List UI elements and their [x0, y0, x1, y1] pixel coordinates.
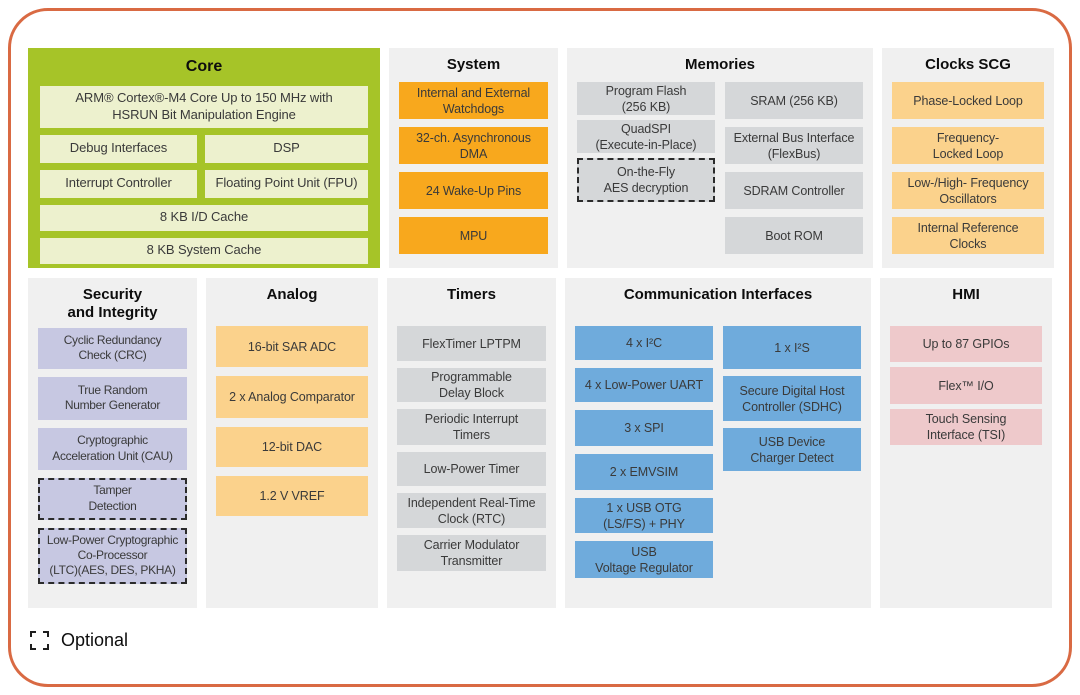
section-security: Security and Integrity Cyclic Redundancy… — [28, 278, 197, 608]
block-flextimer: FlexTimer LPTPM — [397, 326, 546, 362]
comm-column-2: 1 x I²S Secure Digital Host Controller (… — [723, 326, 861, 578]
section-timers-title: Timers — [447, 286, 496, 303]
block-programmable-delay: Programmable Delay Block — [397, 368, 546, 403]
section-system: System Internal and External Watchdogs 3… — [389, 48, 558, 268]
block-debug-interfaces: Debug Interfaces — [40, 134, 197, 163]
block-internal-reference-clocks: Internal Reference Clocks — [892, 217, 1044, 255]
block-fpu: Floating Point Unit (FPU) — [205, 169, 368, 198]
block-tamper-detection-optional: Tamper Detection — [38, 477, 187, 520]
section-clocks-title: Clocks SCG — [925, 56, 1011, 73]
block-system-cache: 8 KB System Cache — [40, 237, 368, 264]
optional-legend: Optional — [30, 630, 1054, 651]
mcu-block-diagram: Core ARM® Cortex®-M4 Core Up to 150 MHz … — [28, 48, 1054, 651]
section-system-title: System — [446, 56, 501, 73]
section-security-blocks: Cyclic Redundancy Check (CRC) True Rando… — [38, 327, 187, 584]
section-communication-interfaces: Communication Interfaces 4 x I²C 4 x Low… — [565, 278, 871, 608]
section-comm-title: Communication Interfaces — [623, 286, 813, 303]
block-vref: 1.2 V VREF — [216, 476, 368, 517]
block-i2c: 4 x I²C — [575, 326, 713, 361]
section-hmi: HMI Up to 87 GPIOs Flex™ I/O Touch Sensi… — [880, 278, 1052, 608]
section-core: Core ARM® Cortex®-M4 Core Up to 150 MHz … — [28, 48, 380, 268]
block-dsp: DSP — [205, 134, 368, 163]
core-row-1: Debug Interfaces DSP — [40, 134, 368, 163]
block-tsi: Touch Sensing Interface (TSI) — [890, 409, 1042, 446]
block-aes-decryption-optional: On-the-Fly AES decryption — [577, 158, 715, 203]
block-sar-adc: 16-bit SAR ADC — [216, 326, 368, 368]
section-analog-title: Analog — [266, 286, 318, 303]
block-trng: True Random Number Generator — [38, 376, 187, 420]
block-flex-io: Flex™ I/O — [890, 367, 1042, 405]
block-mpu: MPU — [399, 217, 548, 255]
block-id-cache: 8 KB I/D Cache — [40, 204, 368, 231]
section-analog: Analog 16-bit SAR ADC 2 x Analog Compara… — [206, 278, 378, 608]
block-sdhc: Secure Digital Host Controller (SDHC) — [723, 376, 861, 422]
section-memories-title: Memories — [684, 56, 756, 73]
block-rtc: Independent Real-Time Clock (RTC) — [397, 493, 546, 529]
block-usb-voltage-regulator: USB Voltage Regulator — [575, 541, 713, 579]
block-i2s: 1 x I²S — [723, 326, 861, 370]
section-comm-blocks: 4 x I²C 4 x Low-Power UART 3 x SPI 2 x E… — [575, 326, 861, 579]
block-boot-rom: Boot ROM — [725, 217, 863, 255]
block-sdram-controller: SDRAM Controller — [725, 172, 863, 210]
block-quadspi: QuadSPI (Execute-in-Place) — [577, 120, 715, 154]
section-clocks-scg: Clocks SCG Phase-Locked Loop Frequency- … — [882, 48, 1054, 268]
block-cau: Cryptographic Acceleration Unit (CAU) — [38, 427, 187, 470]
section-core-title: Core — [185, 58, 223, 75]
block-gpios: Up to 87 GPIOs — [890, 326, 1042, 363]
block-usb-charger-detect: USB Device Charger Detect — [723, 428, 861, 472]
optional-dashed-box-icon — [30, 631, 49, 650]
block-lpuart: 4 x Low-Power UART — [575, 368, 713, 403]
block-crc: Cyclic Redundancy Check (CRC) — [38, 327, 187, 369]
section-timers-blocks: FlexTimer LPTPM Programmable Delay Block… — [397, 326, 546, 572]
section-memories-blocks: Program Flash (256 KB) QuadSPI (Execute-… — [577, 82, 863, 255]
block-arm-cortex-m4: ARM® Cortex®-M4 Core Up to 150 MHz with … — [40, 85, 368, 128]
section-core-blocks: ARM® Cortex®-M4 Core Up to 150 MHz with … — [40, 85, 368, 264]
block-oscillators: Low-/High- Frequency Oscillators — [892, 172, 1044, 210]
block-program-flash: Program Flash (256 KB) — [577, 82, 715, 116]
section-analog-blocks: 16-bit SAR ADC 2 x Analog Comparator 12-… — [216, 326, 368, 517]
section-hmi-blocks: Up to 87 GPIOs Flex™ I/O Touch Sensing I… — [890, 326, 1042, 446]
block-emvsim: 2 x EMVSIM — [575, 454, 713, 491]
diagram-outer-border — [8, 8, 1072, 687]
block-interrupt-controller: Interrupt Controller — [40, 169, 197, 198]
memories-column-1: Program Flash (256 KB) QuadSPI (Execute-… — [577, 82, 715, 254]
block-watchdogs: Internal and External Watchdogs — [399, 82, 548, 120]
block-fll: Frequency- Locked Loop — [892, 127, 1044, 165]
block-spi: 3 x SPI — [575, 410, 713, 447]
section-system-blocks: Internal and External Watchdogs 32-ch. A… — [399, 82, 548, 255]
section-memories: Memories Program Flash (256 KB) QuadSPI … — [567, 48, 873, 268]
section-timers: Timers FlexTimer LPTPM Programmable Dela… — [387, 278, 556, 608]
diagram-top-row: Core ARM® Cortex®-M4 Core Up to 150 MHz … — [28, 48, 1054, 268]
core-row-2: Interrupt Controller Floating Point Unit… — [40, 169, 368, 198]
comm-column-1: 4 x I²C 4 x Low-Power UART 3 x SPI 2 x E… — [575, 326, 713, 579]
section-hmi-title: HMI — [952, 286, 980, 303]
block-wakeup-pins: 24 Wake-Up Pins — [399, 172, 548, 210]
optional-legend-label: Optional — [61, 630, 129, 650]
block-periodic-interrupt-timers: Periodic Interrupt Timers — [397, 409, 546, 446]
block-sram: SRAM (256 KB) — [725, 82, 863, 120]
block-flexbus: External Bus Interface (FlexBus) — [725, 127, 863, 165]
block-async-dma: 32-ch. Asynchronous DMA — [399, 127, 548, 165]
block-usb-otg: 1 x USB OTG (LS/FS) + PHY — [575, 498, 713, 534]
block-pll: Phase-Locked Loop — [892, 82, 1044, 120]
section-clocks-blocks: Phase-Locked Loop Frequency- Locked Loop… — [892, 82, 1044, 255]
block-low-power-timer: Low-Power Timer — [397, 452, 546, 487]
block-dac: 12-bit DAC — [216, 427, 368, 468]
memories-column-2: SRAM (256 KB) External Bus Interface (Fl… — [725, 82, 863, 255]
block-ltc-coprocessor-optional: Low-Power Cryptographic Co-Processor (LT… — [38, 527, 187, 584]
block-carrier-modulator: Carrier Modulator Transmitter — [397, 535, 546, 572]
block-analog-comparator: 2 x Analog Comparator — [216, 376, 368, 419]
diagram-bottom-row: Security and Integrity Cyclic Redundancy… — [28, 278, 1054, 608]
section-security-title: Security and Integrity — [67, 286, 158, 322]
